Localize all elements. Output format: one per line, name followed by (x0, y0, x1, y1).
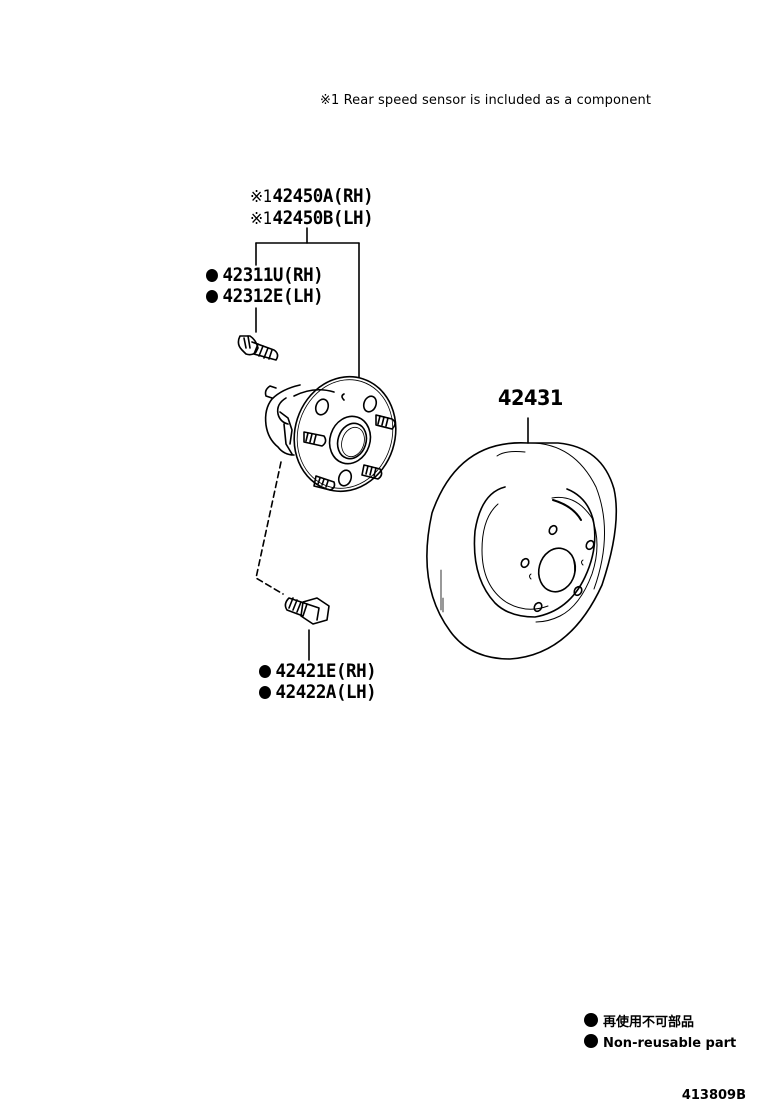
note-reference-mark: ※1 (250, 187, 272, 207)
hub-bearing-lh[interactable]: ※142450B(LH) (250, 207, 374, 230)
mounting-bolt-rh-number: 42421E(RH) (275, 660, 377, 682)
hub-bearing-lh-number: 42450B(LH) (272, 207, 374, 229)
mounting-bolt-lh-number: 42422A(LH) (275, 681, 377, 703)
non-reusable-icon (206, 269, 218, 282)
component-note: ※1 Rear speed sensor is included as a co… (320, 93, 651, 108)
mounting-bolt-lh[interactable]: 42422A(LH) (259, 681, 377, 703)
dashed-reference-line (255, 461, 284, 595)
hub-bolt-rh-number: 42311U(RH) (222, 264, 324, 286)
legend-label-japanese: 再使用不可部品 (603, 1015, 695, 1030)
non-reusable-icon (206, 290, 218, 303)
hub-bolt-lh[interactable]: 42312E(LH) (206, 285, 324, 307)
legend-item-english: Non-reusable part (584, 1033, 736, 1054)
diagram-code: 413809B (681, 1088, 746, 1103)
legend-item-japanese: 再使用不可部品 (584, 1012, 736, 1033)
filled-circle-icon (584, 1013, 598, 1027)
hub-bearing-drawing (264, 375, 397, 493)
mounting-bolt-label[interactable]: 42421E(RH) 42422A(LH) (259, 660, 377, 703)
note-reference-mark: ※1 (250, 209, 272, 229)
legend-label-english: Non-reusable part (603, 1036, 737, 1051)
legend: 再使用不可部品 Non-reusable part (584, 1012, 736, 1054)
mounting-bolt-rh[interactable]: 42421E(RH) (259, 660, 377, 682)
brake-disc-drawing (426, 442, 618, 660)
note-mark: ※1 (320, 93, 340, 108)
mounting-bolt-drawing (284, 597, 330, 625)
hub-bearing-leader (255, 227, 360, 378)
non-reusable-icon (259, 665, 271, 678)
filled-circle-icon (584, 1034, 598, 1048)
non-reusable-icon (259, 686, 271, 699)
hub-bolt-drawing (237, 335, 279, 361)
hub-bearing-rh[interactable]: ※142450A(RH) (250, 185, 374, 208)
disc-label[interactable]: 42431 (498, 386, 563, 410)
hub-bolt-label[interactable]: 42311U(RH) 42312E(LH) (206, 264, 324, 307)
hub-bolt-rh[interactable]: 42311U(RH) (206, 264, 324, 286)
hub-bearing-rh-number: 42450A(RH) (272, 185, 374, 207)
hub-bolt-lh-number: 42312E(LH) (222, 285, 324, 307)
hub-bearing-label[interactable]: ※142450A(RH) ※142450B(LH) (250, 185, 374, 230)
note-text: Rear speed sensor is included as a compo… (343, 93, 652, 108)
